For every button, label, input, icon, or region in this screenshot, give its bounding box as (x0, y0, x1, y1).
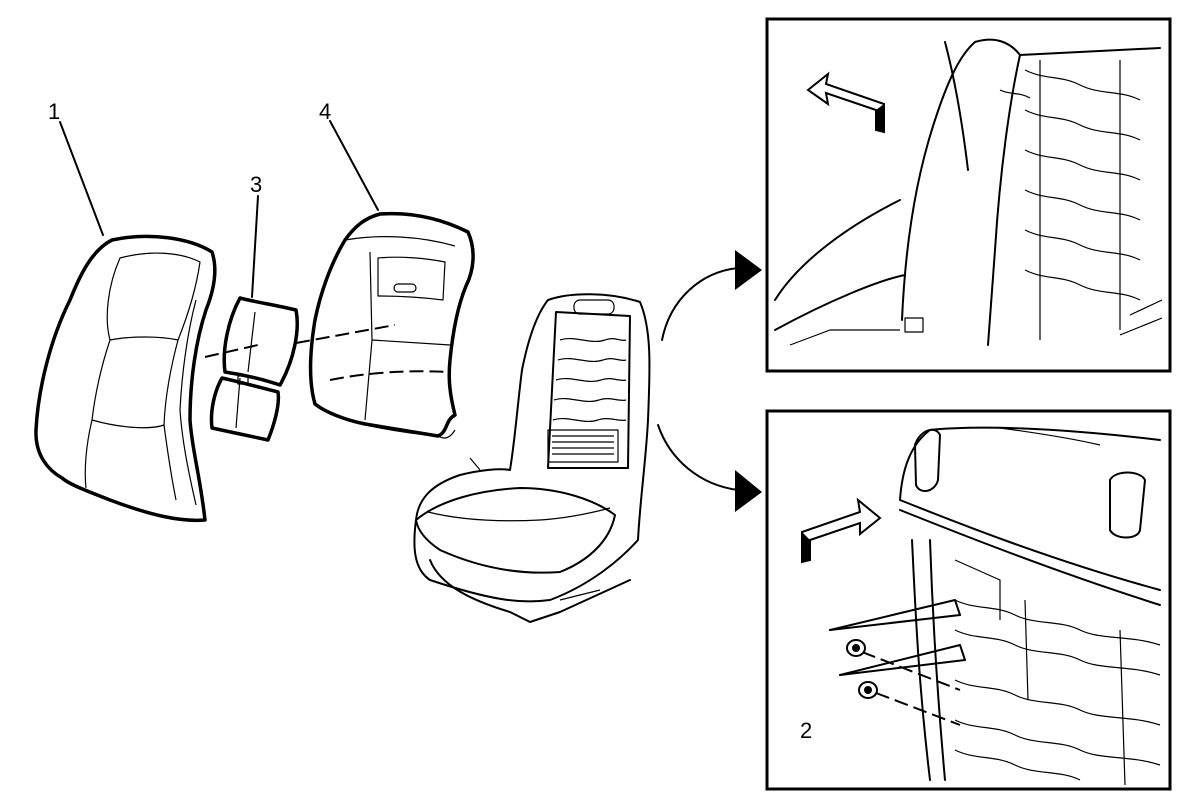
fastener-nut-icon (846, 639, 866, 657)
callout-label-4: 4 (319, 99, 332, 124)
curved-arrow-lower-icon (657, 424, 762, 512)
seat-back-cover (34, 234, 217, 523)
callout-label-3: 3 (250, 172, 263, 197)
seat-frame-assembly (413, 293, 651, 623)
callout-label-2: 2 (800, 718, 813, 743)
callout-label-1: 1 (48, 99, 61, 124)
direction-arrow-right-icon (801, 497, 882, 564)
curved-arrow-upper-icon (661, 250, 762, 341)
upper-detail-view (765, 17, 1172, 373)
direction-arrow-left-icon (806, 71, 885, 134)
seat-back-frame-pad (308, 211, 475, 439)
lower-detail-view (765, 409, 1172, 791)
fastener-nut-icon (858, 681, 878, 699)
seat-back-pad (209, 296, 299, 442)
